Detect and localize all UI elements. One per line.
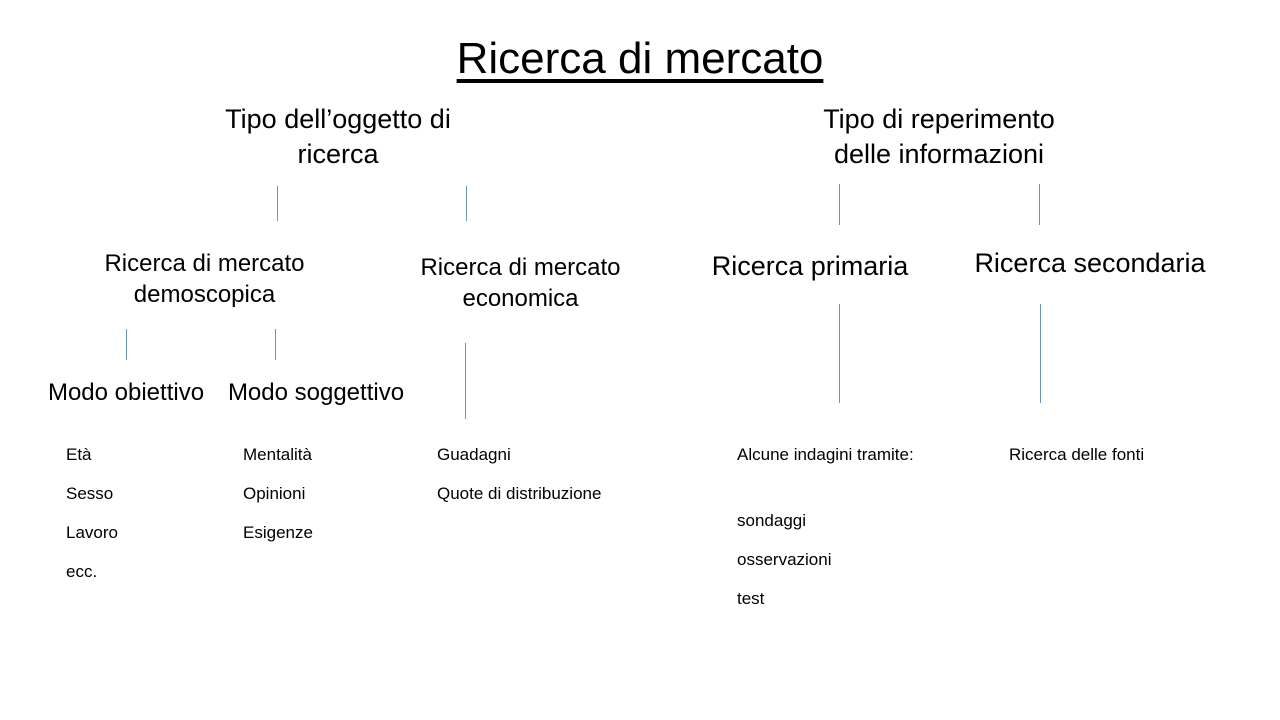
list-item: ecc. xyxy=(66,562,98,581)
branch-heading-line-1: Tipo di reperimento xyxy=(823,104,1055,134)
branch-heading-line-1: Tipo dell’oggetto di xyxy=(225,104,451,134)
subnode-modo-soggettivo: Modo soggettivo xyxy=(227,379,405,406)
connector-sourcing-to-secondaria xyxy=(1039,184,1040,225)
node-label-line-2: demoscopica xyxy=(133,280,276,308)
slide-title: Ricerca di mercato xyxy=(456,34,824,83)
connector-object-type-to-economica xyxy=(466,186,467,221)
list-item-spacer xyxy=(737,485,914,512)
node-ricerca-secondaria: Ricerca secondaria xyxy=(950,246,1230,281)
connector-primaria-to-items xyxy=(839,304,840,403)
list-item: Quote di distribuzione xyxy=(437,484,602,503)
list-item: Opinioni xyxy=(243,484,306,503)
node-ricerca-demoscopica: Ricerca di mercato demoscopica xyxy=(63,249,346,310)
list-item: Lavoro xyxy=(66,523,118,542)
list-item: Ricerca delle fonti xyxy=(1009,445,1145,464)
list-item: Guadagni xyxy=(437,445,511,464)
list-item: sondaggi xyxy=(737,511,807,530)
node-label-line-1: Ricerca secondaria xyxy=(974,248,1206,278)
connector-demoscopica-to-modo-obiettivo xyxy=(126,329,127,360)
connector-object-type-to-demoscopica xyxy=(277,186,278,221)
branch-heading-object-type: Tipo dell’oggetto di ricerca xyxy=(178,102,498,171)
node-label-line-1: Ricerca di mercato xyxy=(420,254,621,281)
connector-economica-to-items xyxy=(465,343,466,419)
connector-sourcing-to-primaria xyxy=(839,184,840,225)
node-label-line-2: economica xyxy=(462,284,579,312)
leaf-list-ricerca-economica: Guadagni Quote di distribuzione xyxy=(437,446,601,524)
subnode-modo-obiettivo: Modo obiettivo xyxy=(47,379,205,406)
list-item: Sesso xyxy=(66,484,114,503)
leaf-list-modo-soggettivo: Mentalità Opinioni Esigenze xyxy=(243,446,313,563)
list-item: test xyxy=(737,589,765,608)
node-label-line-1: Ricerca di mercato xyxy=(104,250,305,277)
leaf-list-ricerca-secondaria: Ricerca delle fonti xyxy=(1009,446,1144,485)
list-item: osservazioni xyxy=(737,550,832,569)
connector-demoscopica-to-modo-soggettivo xyxy=(275,329,276,360)
list-item: Esigenze xyxy=(243,523,313,542)
branch-heading-information-sourcing: Tipo di reperimento delle informazioni xyxy=(779,102,1099,171)
connector-secondaria-to-items xyxy=(1040,304,1041,403)
leaf-list-modo-obiettivo: Età Sesso Lavoro ecc. xyxy=(66,446,118,602)
node-ricerca-primaria: Ricerca primaria xyxy=(690,249,930,284)
node-ricerca-economica: Ricerca di mercato economica xyxy=(396,253,645,314)
leaf-list-ricerca-primaria: Alcune indagini tramite: sondaggi osserv… xyxy=(737,446,914,629)
list-item: Alcune indagini tramite: xyxy=(737,445,914,464)
branch-heading-line-2: delle informazioni xyxy=(833,138,1045,169)
node-label-line-1: Ricerca primaria xyxy=(711,251,909,281)
list-item: Età xyxy=(66,445,92,464)
list-item: Mentalità xyxy=(243,445,312,464)
branch-heading-line-2: ricerca xyxy=(297,138,379,169)
